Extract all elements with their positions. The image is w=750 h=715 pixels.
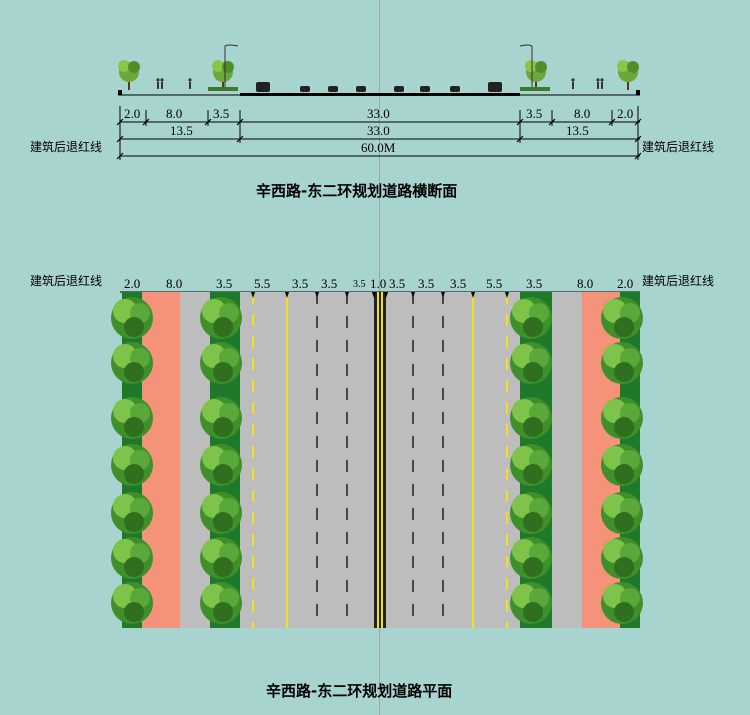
section-dim-3-5-left: 3.5: [213, 106, 230, 121]
tree-row-2: [200, 297, 242, 624]
section-setback-right: 建筑后退红线: [642, 140, 715, 154]
plan-setback-left: 建筑后退红线: [30, 274, 103, 288]
section-setback-left: 建筑后退红线: [30, 140, 103, 154]
section-dim-13-5-right: 13.5: [566, 123, 589, 138]
plan-dim-1-0: 1.0: [370, 276, 387, 291]
plan-setback-right: 建筑后退红线: [642, 274, 715, 288]
section-dim-3-5-right: 3.5: [526, 106, 543, 121]
section-dim-2-0-right: 2.0: [617, 106, 634, 121]
section-title: 辛西路-东二环规划道路横断面: [256, 182, 458, 200]
plan-drawing: [111, 291, 643, 628]
section-tree-4: [617, 60, 639, 90]
tree-row-4: [601, 297, 643, 624]
section-vehicles: [256, 82, 502, 92]
street-light-right: [519, 44, 533, 90]
plan-dim-8-0-left: 8.0: [166, 276, 183, 291]
plan-dim-8-0-right: 8.0: [577, 276, 594, 291]
section-tree-3: [525, 60, 547, 90]
plan-dim-3-5-g: 3.5: [450, 276, 467, 291]
plan-dim-2-0-right: 2.0: [617, 276, 634, 291]
section-dim-33-0-row2: 33.0: [367, 123, 390, 138]
plan-dim-3-5-d: 3.5: [353, 279, 366, 290]
section-dim-33-0: 33.0: [367, 106, 390, 121]
section-dim-8-0-right: 8.0: [574, 106, 591, 121]
plan-dim-3-5-c: 3.5: [321, 276, 338, 291]
tree-row-1: [111, 297, 153, 624]
plan-dim-5-5-right: 5.5: [486, 276, 503, 291]
section-dim-2-0-left: 2.0: [124, 106, 141, 121]
plan-dim-3-5-b: 3.5: [292, 276, 309, 291]
section-dim-13-5-left: 13.5: [170, 123, 193, 138]
cross-section-drawing: [116, 44, 642, 160]
pedestrians-right: [571, 78, 604, 89]
pedestrians-left: [156, 78, 192, 89]
tree-row-3: [510, 297, 552, 624]
street-light-left: [224, 44, 239, 90]
plan-dim-3-5-e: 3.5: [389, 276, 406, 291]
plan-dim-2-0-left: 2.0: [124, 276, 141, 291]
plan-title: 辛西路-东二环规划道路平面: [266, 682, 453, 700]
plan-dim-3-5-f: 3.5: [418, 276, 435, 291]
section-dim-8-0-left: 8.0: [166, 106, 183, 121]
plan-dim-3-5-h: 3.5: [526, 276, 543, 291]
section-total-width: 60.0M: [361, 140, 396, 155]
plan-dim-3-5-a: 3.5: [216, 276, 233, 291]
plan-dim-5-5-left: 5.5: [254, 276, 271, 291]
section-tree-1: [118, 60, 140, 90]
section-tree-2: [212, 60, 234, 90]
